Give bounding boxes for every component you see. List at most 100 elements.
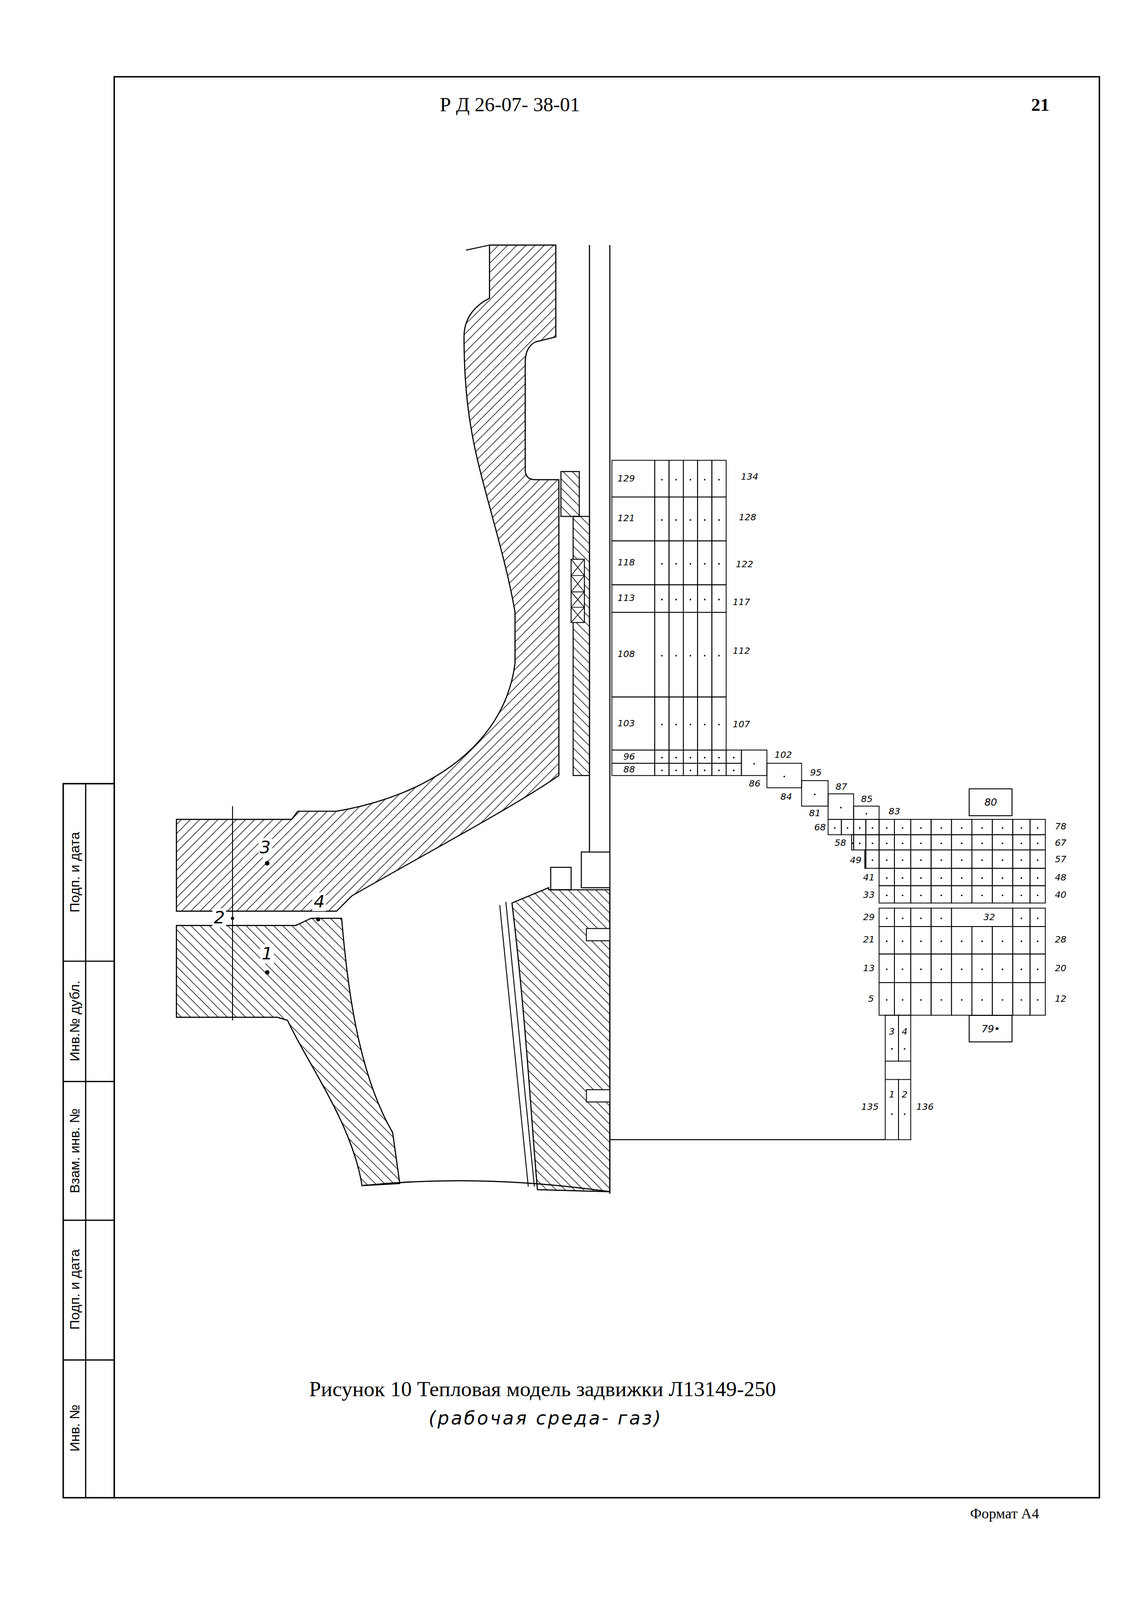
grid-cell: [611, 763, 655, 776]
grid-node-dot: [1037, 998, 1039, 1001]
grid-node-dot: [871, 842, 874, 845]
grid-node-dot: [919, 940, 922, 943]
figure-caption: Рисунок 10 Тепловая модель задвижки Л131…: [309, 1377, 776, 1401]
grid-cell-number: 20: [1054, 962, 1067, 973]
grid-cell: [683, 540, 698, 585]
grid-cell: [894, 885, 911, 903]
grid-node-dot: [675, 654, 677, 657]
grid-cell: [878, 867, 895, 886]
grid-box-number: 79•: [981, 1022, 1001, 1035]
grid-node-dot: [717, 723, 720, 726]
grid-node-dot: [703, 723, 706, 726]
grid-node-dot: [871, 859, 874, 862]
grid-cell: [654, 612, 669, 698]
grid-cell: [712, 697, 727, 750]
grid-cell: [971, 885, 993, 903]
grid-node-dot: [703, 519, 706, 522]
grid-node-dot: [675, 478, 677, 481]
grid-cell: [853, 819, 866, 835]
grid-node-dot: [689, 478, 692, 481]
figure-subcaption: (рабочая среда- газ): [428, 1407, 663, 1428]
grid-node-dot: [1001, 826, 1004, 829]
grid-node-dot: [689, 769, 692, 772]
grid-cell: [931, 953, 952, 983]
grid-node-dot: [717, 562, 720, 565]
grid-node-dot: [661, 519, 663, 522]
grid-cell: [971, 867, 993, 886]
grid-cell-number: 88: [623, 764, 636, 775]
grid-node-dot: [960, 894, 963, 897]
grid-cell: [910, 908, 932, 927]
grid-cell: [683, 584, 698, 612]
grid-cell: [611, 749, 655, 764]
grid-node-dot: [919, 842, 922, 845]
grid-cell: [1012, 819, 1030, 835]
document-code: Р Д 26-07- 38-01: [439, 93, 580, 116]
grid-node-dot: [885, 826, 888, 829]
grid-cell: [910, 819, 932, 835]
grid-cell: [878, 982, 895, 1016]
grid-cell-number: 41: [862, 872, 875, 883]
grid-link: [885, 1060, 911, 1080]
grid-cell-number: 136: [916, 1101, 934, 1112]
grid-cell: [1030, 926, 1046, 954]
grid-cell-number: 108: [617, 648, 636, 659]
grid-cell: [878, 834, 895, 851]
grid-node-dot: [1001, 998, 1004, 1001]
grid-node-dot: [689, 519, 692, 522]
grid-node-dot: [1037, 842, 1039, 845]
grid-cell-number: 32: [983, 911, 995, 922]
grid-node-dot: [689, 562, 692, 565]
grid-cell: [654, 749, 669, 764]
grid-node-dot: [753, 762, 756, 765]
grid-cell-number: 78: [1054, 821, 1067, 832]
grid-node-dot: [885, 917, 888, 920]
grid-cell: [1012, 908, 1030, 927]
grid-node-dot: [717, 769, 720, 772]
grid-node-dot: [703, 478, 706, 481]
grid-node-dot: [717, 478, 720, 481]
grid-node-dot: [689, 598, 692, 601]
grid-box: 80: [968, 788, 1013, 816]
grid-cell: [712, 496, 727, 541]
grid-node-dot: [940, 968, 943, 971]
grid-node-dot: [689, 654, 692, 657]
grid-cell-number: 86: [748, 778, 761, 789]
grid-cell-number: 102: [774, 749, 792, 760]
grid-cell-number: 40: [1054, 889, 1067, 900]
grid-cell-number: 3: [888, 1026, 895, 1037]
grid-node-dot: [981, 894, 984, 897]
grid-cell: [951, 834, 972, 851]
grid-node-dot: [919, 968, 922, 971]
grid-cell: [697, 612, 712, 698]
grid-cell: [951, 849, 972, 868]
grid-cell: [894, 953, 911, 983]
grid-cell: [971, 982, 993, 1016]
grid-node-dot: [703, 769, 706, 772]
gland-flange: [560, 471, 579, 517]
grid-cell: [726, 763, 742, 776]
point-number: 3: [258, 837, 273, 858]
grid-node-dot: [1037, 940, 1039, 943]
grid-cell: [697, 749, 712, 764]
grid-cell: [971, 926, 993, 954]
page-number: 21: [1031, 94, 1050, 115]
grid-cell: [878, 819, 895, 835]
grid-cell: [1030, 982, 1046, 1016]
grid-cell: [654, 763, 669, 776]
grid-cell: [898, 1015, 911, 1062]
grid-cell-number: 33: [862, 889, 875, 900]
grid-cell-number: 48: [1054, 872, 1067, 883]
grid-node-dot: [1020, 842, 1023, 845]
grid-cell: [865, 834, 879, 851]
grid-cell: [885, 1015, 899, 1062]
grid-node-dot: [960, 826, 963, 829]
grid-cell: [712, 763, 727, 776]
grid-node-dot: [940, 859, 943, 862]
stamp-frame: [63, 783, 115, 1498]
grid-cell-number: 58: [834, 837, 847, 848]
grid-node-dot: [940, 917, 943, 920]
grid-cell: [865, 849, 879, 868]
grid-cell: [931, 926, 952, 954]
grid-node-dot: [717, 654, 720, 657]
